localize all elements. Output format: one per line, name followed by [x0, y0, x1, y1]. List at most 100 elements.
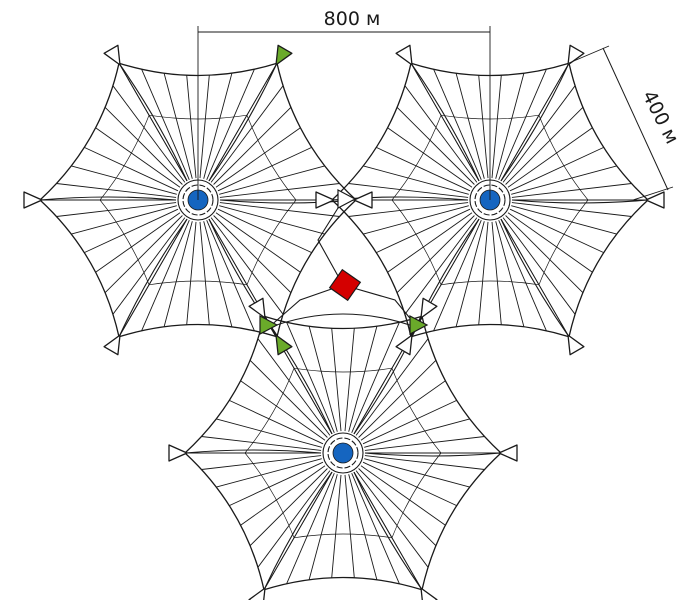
triangle-marker-icon: [409, 315, 429, 335]
radial-ray: [360, 380, 446, 441]
dimension-lines: [197, 26, 674, 201]
radial-ray: [201, 436, 322, 451]
radial-ray: [364, 418, 470, 448]
triangle-marker-icon: [103, 44, 121, 66]
radial-ray: [104, 215, 183, 294]
radial-ray: [344, 328, 355, 432]
central-region: [267, 199, 419, 329]
radial-ray: [56, 202, 177, 217]
radial-ray: [511, 205, 617, 235]
hexagon-panels-layer: [39, 62, 649, 591]
triangle-marker-icon: [168, 444, 188, 462]
radial-ray: [355, 470, 429, 568]
triangle-marker-icon: [567, 334, 585, 356]
hexagon-panel-top-right: [331, 62, 649, 338]
inner-chord: [440, 280, 540, 286]
triangle-marker-icon: [275, 44, 293, 66]
inner-chord: [391, 199, 442, 285]
radial-ray: [478, 75, 489, 179]
radial-ray: [215, 127, 301, 188]
radial-ray: [217, 208, 312, 254]
radial-ray: [229, 399, 324, 445]
triangle-marker-icon: [337, 189, 357, 209]
hub-inner-ring: [327, 437, 359, 469]
radial-ray: [502, 217, 576, 315]
radial-ray: [240, 465, 326, 526]
radial-ray: [362, 461, 457, 507]
radial-ray: [240, 380, 326, 441]
radial-ray: [478, 221, 489, 325]
partition-line: [184, 449, 322, 454]
radial-ray: [363, 205, 469, 235]
radial-ray: [358, 359, 437, 438]
radial-ray: [203, 73, 233, 179]
radial-ray: [210, 85, 284, 183]
hexagon-panel-bottom: [184, 315, 502, 591]
radial-ray: [186, 221, 197, 325]
radial-ray: [216, 458, 322, 488]
connector-lines-layer: [267, 199, 419, 329]
inner-chord: [538, 199, 589, 285]
radial-ray: [507, 127, 593, 188]
partition-line: [410, 62, 480, 182]
radial-ray: [360, 465, 446, 526]
radial-ray: [396, 106, 475, 185]
radial-ray: [433, 220, 482, 331]
radial-ray-group: [331, 62, 649, 338]
partition-line: [263, 315, 333, 435]
triangle-marker-icon: [420, 297, 438, 319]
radial-ray: [249, 359, 328, 438]
dimensions-layer: 800 м 400 м: [197, 8, 683, 201]
radial-ray: [263, 315, 333, 435]
radial-ray: [511, 183, 632, 198]
radial-ray: [199, 221, 210, 325]
radial-ray: [351, 473, 400, 584]
radial-ray: [210, 217, 284, 315]
radial-ray: [507, 212, 593, 273]
triangle-marker-icon: [248, 587, 266, 600]
radial-ray: [387, 127, 473, 188]
triangle-marker-icon: [420, 587, 438, 600]
dimension-extension-line: [568, 45, 610, 64]
radial-ray: [498, 69, 547, 180]
radial-ray: [201, 455, 322, 470]
radial-ray: [500, 62, 570, 182]
inner-chord: [244, 368, 295, 454]
radial-ray: [257, 470, 331, 568]
dimension-extension-line: [632, 186, 674, 201]
radial-ray: [364, 458, 470, 488]
inner-chord: [99, 199, 150, 285]
radial-ray: [331, 328, 342, 432]
inner-chord: [244, 452, 295, 538]
markers-layer: [23, 44, 665, 600]
partition-line: [118, 62, 188, 182]
radial-ray: [84, 146, 179, 192]
radial-ray: [404, 85, 478, 183]
radial-ray: [206, 220, 255, 331]
radial-ray: [219, 202, 340, 217]
radial-ray: [219, 183, 340, 198]
inner-chord: [99, 115, 150, 201]
radial-ray: [404, 217, 478, 315]
inner-chord: [246, 115, 297, 201]
inner-chord: [391, 368, 442, 454]
radial-ray: [396, 215, 475, 294]
partition-line: [353, 471, 423, 591]
radial-ray: [249, 468, 328, 547]
central-divider-line: [267, 284, 344, 329]
radial-ray: [308, 326, 338, 432]
triangle-marker-icon: [395, 44, 413, 66]
horizontal-dimension-label: 800 м: [324, 8, 381, 30]
radial-ray: [363, 165, 469, 195]
radial-ray: [104, 106, 183, 185]
radial-ray: [351, 322, 400, 433]
hub-inner-ring: [182, 184, 214, 216]
inner-chord: [538, 115, 589, 201]
radial-ray: [505, 106, 584, 185]
radial-ray: [229, 461, 324, 507]
red-square-icon: [328, 268, 362, 302]
radial-ray: [387, 212, 473, 273]
partition-line: [39, 196, 177, 201]
radial-ray: [199, 75, 210, 179]
triangle-marker-icon: [395, 334, 413, 356]
